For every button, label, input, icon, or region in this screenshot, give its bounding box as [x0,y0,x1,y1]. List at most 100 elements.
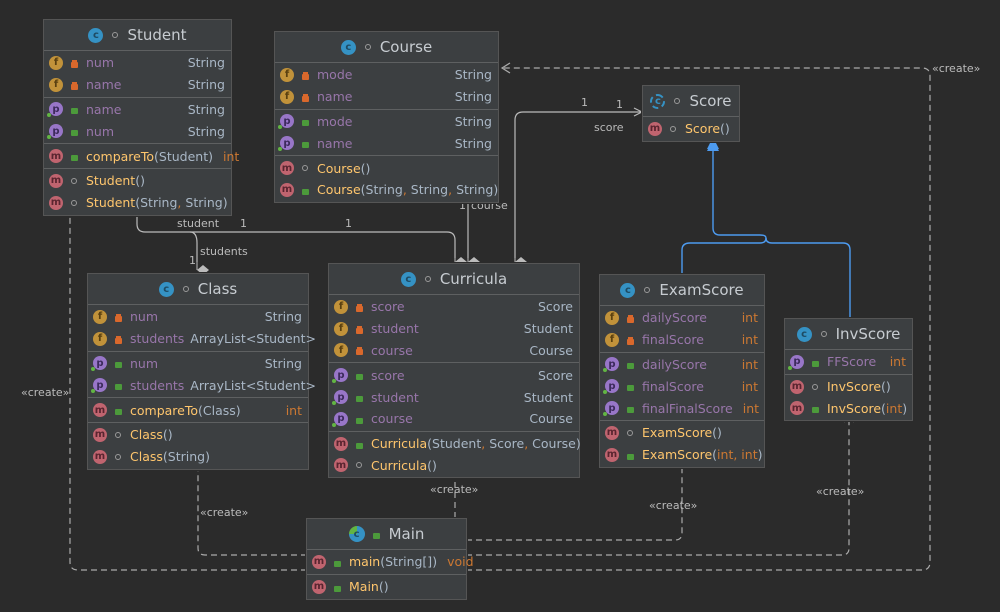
relation-curricula-score [514,112,642,258]
package-visibility-icon [353,459,365,471]
private-lock-icon [624,334,636,346]
property-type: Score [537,367,573,383]
property-name: student [371,389,419,405]
method-return-type: void [447,554,474,570]
field-type: int [741,310,758,326]
field-icon: f [280,89,294,104]
field-name: students [130,331,185,347]
package-visibility-icon [180,283,192,295]
class-header: c ExamScore [600,275,764,306]
property-name: name [86,101,122,117]
constructor-name: ExamScore [642,447,713,463]
method-args: Student [158,148,209,164]
method-icon: m [334,436,348,451]
package-visibility-icon [299,162,311,174]
field-name: student [371,321,419,337]
public-unlock-icon [112,404,124,416]
create-stereotype-label: «create» [21,386,70,399]
public-unlock-icon [809,356,821,368]
property-icon: p [91,356,107,372]
class-header: c Student [44,20,231,51]
method-icon: m [790,401,804,416]
dependency-main-examscore [466,460,683,541]
constructor-args: String [167,449,206,465]
field-type: String [264,309,302,325]
constructor-name: Curricula [371,436,428,452]
public-unlock-icon [809,402,821,414]
property-icon: p [91,378,107,394]
class-icon: c [340,39,356,55]
public-unlock-icon [299,137,311,149]
method-args: Class [202,402,236,418]
field-type: ArrayList<Student> [190,331,316,347]
private-lock-icon [353,344,365,356]
property-name: dailyScore [642,356,707,372]
property-name: course [371,411,413,427]
method-icon: m [280,182,294,197]
dependency-main-course [466,67,931,571]
private-lock-icon [353,301,365,313]
private-lock-icon [353,323,365,335]
class-header: c Main [307,519,466,550]
public-unlock-icon [353,391,365,403]
constructor-args: Student, Score, Course [432,436,576,452]
create-stereotype-label: «create» [200,506,249,519]
property-type: Course [529,411,573,427]
method-icon: m [334,458,348,473]
constructor-name: InvScore [827,379,882,395]
public-unlock-icon [624,380,636,392]
class-header: c Class [88,274,308,305]
field-icon: f [334,321,348,336]
method-icon: m [49,173,63,188]
